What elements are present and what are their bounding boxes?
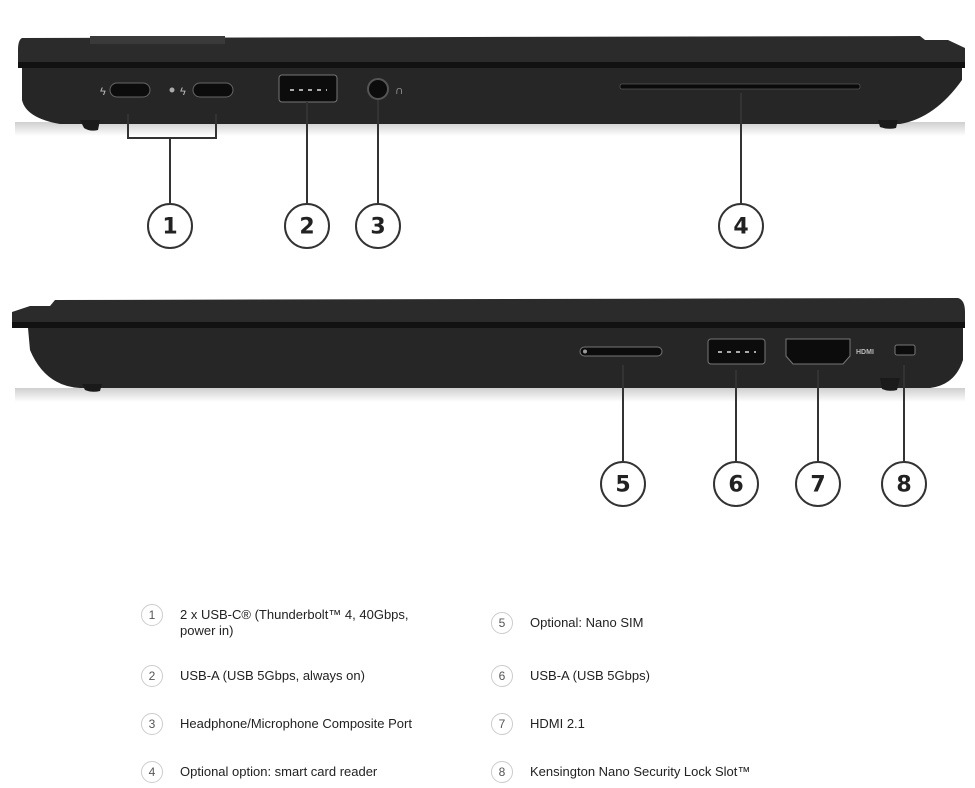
legend-item: 6 USB-A (USB 5Gbps) [491,665,791,687]
legend-number: 1 [141,604,163,626]
legend-number: 3 [141,713,163,735]
usb-a-port [278,74,338,103]
callout-6: 6 [728,473,743,498]
laptop-foot [878,120,898,129]
hdmi-label: HDMI [856,349,874,356]
laptop-right-side: HDMI [12,298,965,402]
legend-item: 1 2 x USB-C® (Thunderbolt™ 4, 40Gbps, po… [141,604,441,639]
legend-number: 7 [491,713,513,735]
smart-card-slot [619,83,861,90]
legend-item: 2 USB-A (USB 5Gbps, always on) [141,665,441,687]
laptop-foot [880,378,900,391]
callout-8: 8 [896,473,911,498]
legend-item: 8 Kensington Nano Security Lock Slot™ [491,761,791,783]
legend-item: 5 Optional: Nano SIM [491,612,791,634]
legend-text: Kensington Nano Security Lock Slot™ [530,764,751,779]
legend-number: 4 [141,761,163,783]
legend-text: Optional option: smart card reader [180,764,378,779]
legend-item: 4 Optional option: smart card reader [141,761,441,783]
legend-item: 7 HDMI 2.1 [491,713,791,735]
svg-text:ϟ: ϟ [180,86,186,98]
legend-text: 2 x USB-C® (Thunderbolt™ 4, 40Gbps, powe… [180,607,409,638]
callout-lines-left [127,93,742,203]
hdmi-port [785,338,851,365]
legend-number: 6 [491,665,513,687]
svg-text:∩: ∩ [395,83,404,97]
callout-3: 3 [370,215,385,240]
callout-2: 2 [299,215,314,240]
legend-text: USB-A (USB 5Gbps, always on) [180,668,365,683]
callout-7: 7 [810,473,825,498]
legend-number: 2 [141,665,163,687]
callout-4: 4 [733,215,748,240]
callout-1: 1 [162,215,177,240]
legend-text: USB-A (USB 5Gbps) [530,668,650,683]
laptop-foot [80,120,100,131]
usb-c-port-2: ϟ [169,82,234,98]
usb-c-port-1: ϟ [100,82,151,98]
nano-sim-slot [579,346,663,357]
laptop-left-side: ϟ ϟ ∩ [15,36,965,136]
callout-circles-left: 1 2 3 4 [147,203,764,249]
callout-lines-right [622,365,905,461]
lenovo-logo [90,36,225,44]
laptop-foot [82,384,102,392]
ports-diagram: ϟ ϟ ∩ 1 2 3 4 HDMI 5 6 [12,36,965,507]
svg-text:ϟ: ϟ [100,86,106,98]
usb-a-port [707,338,766,365]
legend-text: HDMI 2.1 [530,716,585,731]
security-lock-slot [894,344,916,356]
callout-5: 5 [615,473,630,498]
legend-item: 3 Headphone/Microphone Composite Port [141,713,441,735]
callout-circles-right: 5 6 7 8 [600,461,927,507]
legend-number: 8 [491,761,513,783]
audio-jack: ∩ [367,78,404,100]
legend-text: Headphone/Microphone Composite Port [180,716,412,731]
legend-number: 5 [491,612,513,634]
legend-text: Optional: Nano SIM [530,615,644,630]
